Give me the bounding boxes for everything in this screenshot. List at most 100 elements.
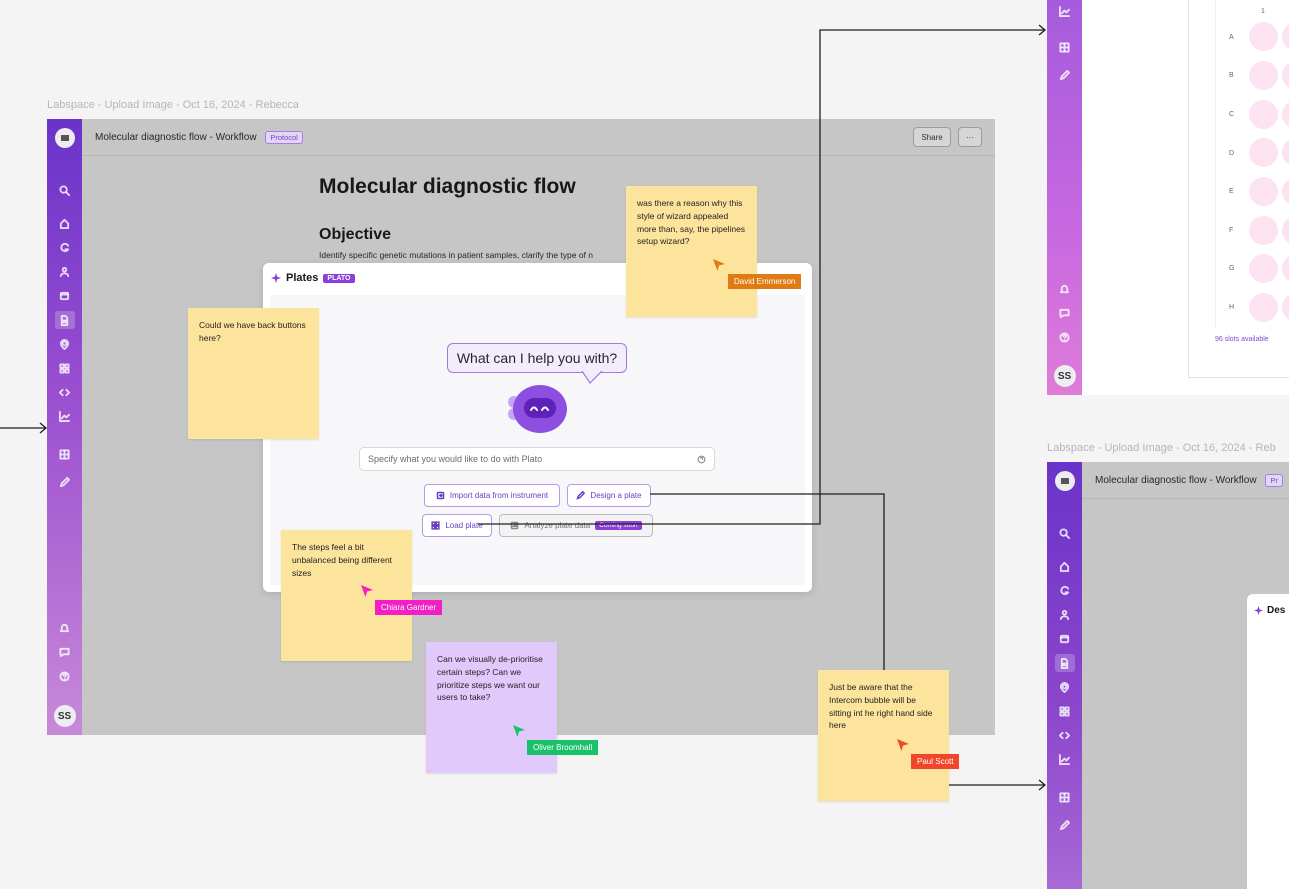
frame-label: Labspace - Upload Image - Oct 16, 2024 -… xyxy=(1047,442,1276,454)
pen-icon[interactable] xyxy=(1058,68,1072,82)
document-icon[interactable] xyxy=(54,311,75,329)
g-icon[interactable] xyxy=(1058,583,1072,597)
grid-icon[interactable] xyxy=(1058,790,1072,804)
load-plate-arrow-head xyxy=(1038,24,1047,36)
sticky-intercom[interactable]: Just be aware that the Intercom bubble w… xyxy=(818,670,949,801)
plate-well[interactable] xyxy=(1249,293,1278,322)
plate-well[interactable] xyxy=(1249,254,1278,283)
bell-icon[interactable] xyxy=(58,621,72,635)
apps-icon[interactable] xyxy=(1058,704,1072,718)
plate-well[interactable] xyxy=(1249,100,1278,129)
code-icon[interactable] xyxy=(58,385,72,399)
pen-icon[interactable] xyxy=(1058,818,1072,832)
chart-icon[interactable] xyxy=(58,409,72,423)
location-icon[interactable] xyxy=(1058,680,1072,694)
plate-well[interactable] xyxy=(1249,138,1278,167)
plate-well[interactable] xyxy=(1282,177,1289,206)
users-icon[interactable] xyxy=(58,264,72,278)
plate-well[interactable] xyxy=(1249,22,1278,51)
plate-frame-sidebar: SS xyxy=(1047,0,1082,395)
intercom-arrow-head xyxy=(1038,779,1047,791)
row-label: D xyxy=(1229,150,1235,157)
plate-well[interactable] xyxy=(1282,100,1289,129)
load-plate-label: Load plate xyxy=(445,521,483,530)
help-circle-icon[interactable] xyxy=(697,455,706,464)
avatar[interactable]: SS xyxy=(1053,365,1076,387)
cursor-arrow-icon xyxy=(713,259,725,271)
cursor-arrow-icon xyxy=(897,739,909,751)
second-frame-sidebar xyxy=(1047,462,1082,889)
coming-soon-badge: Coming soon xyxy=(595,521,642,530)
more-button[interactable]: ··· xyxy=(958,127,982,147)
box-icon[interactable] xyxy=(58,288,72,302)
row-label: E xyxy=(1229,188,1234,195)
sticky-back-buttons[interactable]: Could we have back buttons here? xyxy=(188,308,319,439)
sticky-steps[interactable]: The steps feel a bit unbalanced being di… xyxy=(281,530,412,661)
row-label: G xyxy=(1229,265,1235,272)
second-modal-title: Des xyxy=(1267,605,1286,616)
protocol-tag: Pr xyxy=(1265,474,1283,487)
second-top-bar: Molecular diagnostic flow - Workflow Pr xyxy=(1082,462,1289,499)
breadcrumb: Molecular diagnostic flow - Workflow xyxy=(1095,475,1257,486)
users-icon[interactable] xyxy=(1058,607,1072,621)
protocol-tag: Protocol xyxy=(265,131,303,144)
location-icon[interactable] xyxy=(58,337,72,351)
page-title: Molecular diagnostic flow xyxy=(319,175,576,198)
row-label: A xyxy=(1229,34,1234,41)
prompt-placeholder: Specify what you would like to do with P… xyxy=(368,454,543,464)
row-label: C xyxy=(1229,111,1235,118)
grid-icon[interactable] xyxy=(1058,40,1072,54)
plate-well[interactable] xyxy=(1282,216,1289,245)
plate-well[interactable] xyxy=(1282,293,1289,322)
home-icon[interactable] xyxy=(1058,559,1072,573)
document-icon[interactable] xyxy=(1054,654,1075,672)
plate-well[interactable] xyxy=(1282,61,1289,90)
chat-icon[interactable] xyxy=(1058,306,1072,320)
plate-well[interactable] xyxy=(1249,177,1278,206)
plate-panel: 1 A B C D E F G H 96 slots avai xyxy=(1188,0,1289,378)
plate-well[interactable] xyxy=(1282,138,1289,167)
cursor-label-oliver: Oliver Broomhall xyxy=(527,740,599,755)
share-button[interactable]: Share xyxy=(913,127,951,147)
grid-icon[interactable] xyxy=(58,447,72,461)
code-icon[interactable] xyxy=(1058,728,1072,742)
plate-well[interactable] xyxy=(1282,254,1289,283)
row-label: B xyxy=(1229,72,1234,79)
top-bar: Molecular diagnostic flow - Workflow Pro… xyxy=(82,119,995,156)
plate-well[interactable] xyxy=(1249,216,1278,245)
apps-icon[interactable] xyxy=(58,361,72,375)
chart-icon[interactable] xyxy=(1058,752,1072,766)
second-modal: Des xyxy=(1247,594,1289,889)
load-plate-connector xyxy=(478,29,1045,525)
plate-well[interactable] xyxy=(1249,61,1278,90)
chat-icon[interactable] xyxy=(58,645,72,659)
help-icon[interactable] xyxy=(1058,330,1072,344)
cursor-arrow-icon xyxy=(361,585,373,597)
analyze-plate-button: Analyze plate data Coming soon xyxy=(499,514,653,537)
menu-button[interactable] xyxy=(1054,471,1075,491)
search-icon[interactable] xyxy=(58,183,72,197)
plates-title: Plates xyxy=(286,272,319,284)
help-bubble: What can I help you with? xyxy=(447,343,627,373)
plato-prompt-input[interactable]: Specify what you would like to do with P… xyxy=(359,447,715,471)
load-plate-button[interactable]: Load plate xyxy=(422,514,492,537)
import-data-button[interactable]: Import data from instrument xyxy=(424,484,560,507)
import-data-label: Import data from instrument xyxy=(449,491,549,500)
column-label: 1 xyxy=(1261,8,1265,15)
help-icon[interactable] xyxy=(58,669,72,683)
avatar[interactable]: SS xyxy=(53,705,76,727)
cursor-label-david: David Emmerson xyxy=(728,274,802,289)
plate-well[interactable] xyxy=(1282,22,1289,51)
home-icon[interactable] xyxy=(58,216,72,230)
design-plate-button[interactable]: Design a plate xyxy=(567,484,651,507)
chart-icon[interactable] xyxy=(1058,4,1072,18)
sticky-wizard[interactable]: was there a reason why this style of wiz… xyxy=(626,186,757,317)
bell-icon[interactable] xyxy=(1058,282,1072,296)
breadcrumb: Molecular diagnostic flow - Workflow xyxy=(95,132,257,143)
g-icon[interactable] xyxy=(58,240,72,254)
pen-icon[interactable] xyxy=(58,475,72,489)
menu-button[interactable] xyxy=(54,128,75,148)
objective-text: Identify specific genetic mutations in p… xyxy=(319,250,594,260)
box-icon[interactable] xyxy=(1058,631,1072,645)
search-icon[interactable] xyxy=(1058,526,1072,540)
